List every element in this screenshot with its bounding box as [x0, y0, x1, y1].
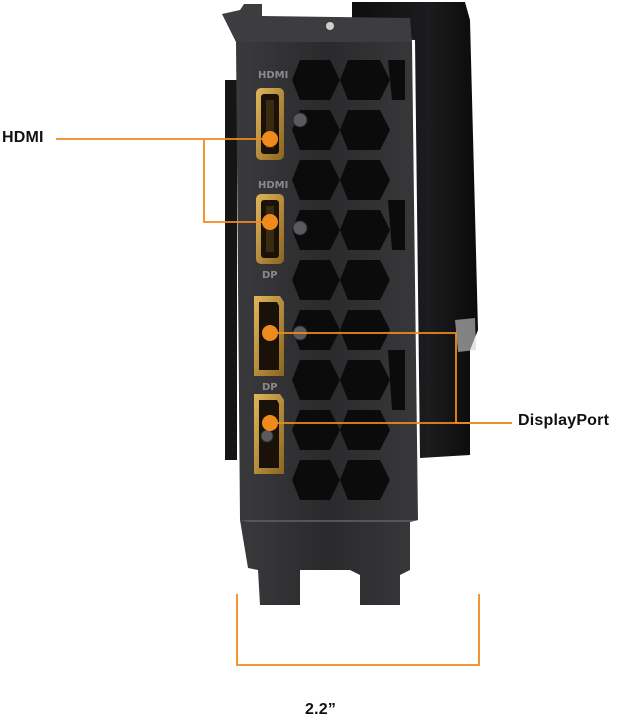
hdmi-marking-2: HDMI [258, 180, 288, 191]
bracket-width-label: 2.2” [305, 701, 337, 718]
bracket-screws [260, 112, 308, 443]
hdmi-port-1 [256, 88, 284, 160]
width-dimension-line [236, 594, 480, 666]
hdmi-callout-lines [56, 138, 270, 223]
dp-marking-1: DP [262, 270, 278, 281]
displayport-callout-label: DisplayPort [518, 412, 610, 429]
callout-dots [262, 131, 278, 431]
hdmi-marking-1: HDMI [258, 70, 288, 81]
displayport-callout-lines [270, 332, 512, 424]
hdmi-callout-label: HDMI [2, 129, 44, 146]
dp-marking-2: DP [262, 382, 278, 393]
card-shroud [225, 2, 478, 460]
